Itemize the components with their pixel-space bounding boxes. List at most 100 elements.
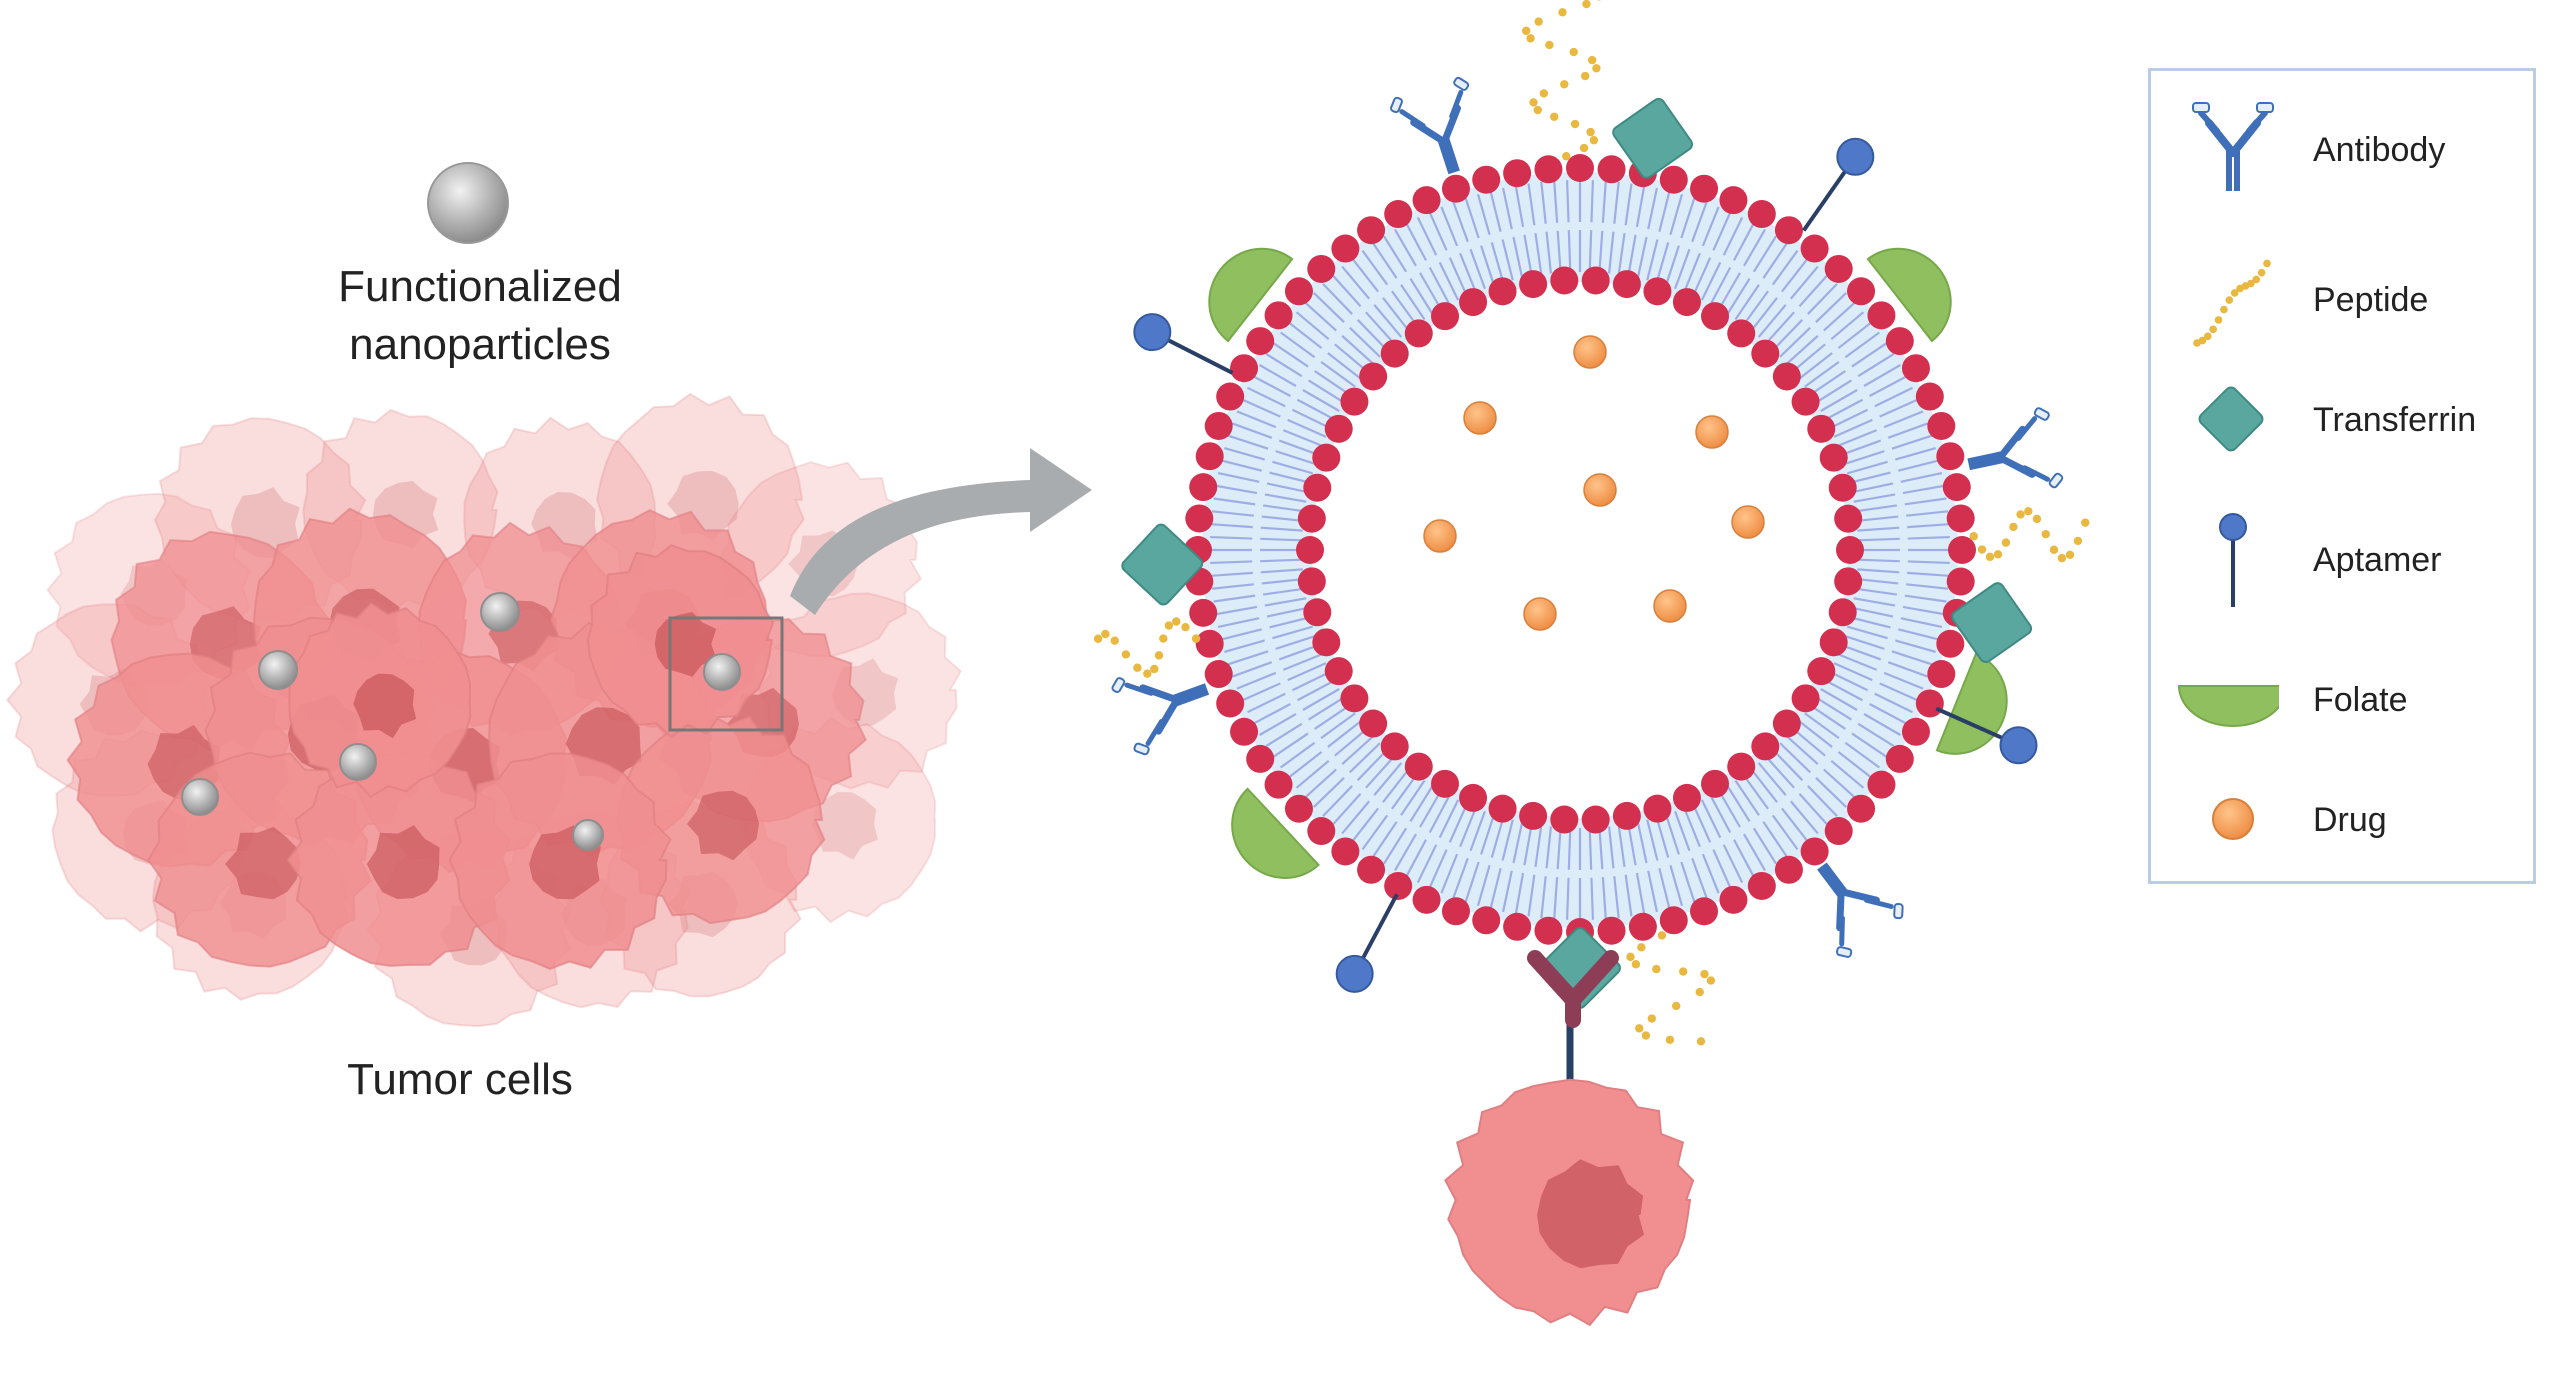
lipid-tail [1262, 587, 1305, 596]
lipid-tail [1382, 235, 1408, 273]
lipid-tail [1227, 434, 1269, 450]
phospholipid-head [1948, 536, 1976, 564]
phospholipid-head [1380, 339, 1409, 368]
cell-surface-receptor [1527, 950, 1619, 1082]
lipid-tail [1246, 386, 1286, 408]
phospholipid-head [1380, 732, 1409, 761]
lipid-tail [1804, 712, 1840, 739]
lipid-tail [1837, 751, 1873, 779]
lipid-tail [1341, 735, 1375, 765]
phospholipid-head [1195, 629, 1224, 658]
lipid-tail [1857, 352, 1895, 378]
phospholipid-head [1488, 277, 1517, 306]
lipid-tail [1527, 874, 1536, 917]
aptamer-ligand [1335, 893, 1399, 993]
lipid-tail [1476, 194, 1491, 236]
lipid-tail [1857, 568, 1900, 574]
phospholipid-head [1566, 154, 1594, 182]
lipid-tail [1280, 331, 1316, 359]
lipid-tail [1692, 803, 1712, 843]
phospholipid-head [1359, 709, 1388, 738]
lipid-tail [1241, 398, 1281, 418]
lipid-tail [1320, 712, 1356, 739]
lipid-tail [1567, 827, 1572, 870]
lipid-tail [1260, 558, 1303, 563]
phospholipid-head [1901, 717, 1930, 746]
phospholipid-head [1807, 414, 1836, 443]
lipid-tail [1480, 814, 1496, 855]
lipid-tail [1373, 304, 1403, 338]
lipid-tail [1565, 180, 1570, 223]
lipid-tail [1464, 861, 1480, 903]
tumor-cell [615, 713, 826, 925]
lipid-tail [1820, 389, 1858, 412]
peptide-ligand [1093, 617, 1201, 678]
phospholipid-head [1828, 473, 1857, 502]
lipid-tail [1489, 867, 1502, 910]
lipid-tail [1857, 558, 1900, 563]
lipid-tail [1837, 653, 1878, 671]
phospholipid-head [1264, 301, 1293, 330]
lipid-tail [1891, 650, 1933, 666]
lipid-tail [1512, 821, 1524, 864]
lipid-tail [1674, 248, 1691, 290]
zoom-arrow [790, 448, 1092, 615]
lipid-tail [1815, 292, 1847, 323]
lipid-tail [1607, 826, 1615, 869]
lipid-tail [1490, 242, 1505, 284]
nanoparticle [339, 743, 377, 781]
lipid-tail [1296, 679, 1336, 702]
phospholipid-head [1404, 319, 1433, 348]
lipid-tail [1266, 482, 1309, 494]
lipid-tail [1798, 274, 1829, 307]
lipid-tail [1265, 722, 1303, 748]
drug-molecule [1573, 335, 1607, 369]
phospholipid-head [1189, 598, 1218, 627]
phospholipid-head [1488, 794, 1517, 823]
lipid-tail [1624, 183, 1633, 226]
lipid-tail [1428, 849, 1448, 889]
legend-item-antibody: Antibody [2151, 101, 2539, 201]
phospholipid-head [1340, 387, 1369, 416]
phospholipid-head [1312, 443, 1341, 472]
aptamer-ligand [1935, 706, 2038, 765]
lipid-tail [1302, 389, 1340, 412]
lipid-tail [1272, 342, 1309, 368]
phospholipid-head [1701, 769, 1729, 798]
lipid-tail [1804, 361, 1840, 388]
lipid-tail [1322, 785, 1353, 817]
lipid-tail [1287, 751, 1323, 779]
lipid-tail [1772, 749, 1804, 781]
lipid-tail [1635, 872, 1646, 915]
lipid-tail [1855, 587, 1898, 596]
lipid-tail [1261, 577, 1304, 585]
phospholipid-head [1357, 855, 1386, 884]
lipid-tail [1837, 429, 1878, 447]
lipid-tail [1266, 606, 1309, 618]
lipid-tail [1894, 446, 1936, 461]
phospholipid-head [1597, 155, 1626, 184]
lipid-tail [1365, 755, 1395, 789]
lipid-tail [1853, 597, 1896, 607]
lipid-tail [1545, 826, 1553, 869]
lipid-tail [1869, 703, 1908, 725]
lipid-tail [1798, 793, 1829, 826]
lipid-tail [1215, 484, 1258, 495]
lipid-tail [1798, 720, 1833, 748]
lipid-tail [1627, 823, 1637, 866]
lipid-tail [1210, 523, 1253, 529]
phospholipid-head [1612, 270, 1641, 299]
lipid-tail [1264, 493, 1307, 503]
lipid-tail [1236, 671, 1277, 690]
lipid-tail [1523, 823, 1533, 866]
drug-molecule [1731, 505, 1765, 539]
lipid-tail [1259, 713, 1297, 736]
lipid-tail [1327, 720, 1362, 748]
lipid-tail [1683, 807, 1701, 848]
lipid-tail [1501, 870, 1513, 913]
phospholipid-head [1246, 327, 1275, 356]
folate-ligand [1231, 787, 1320, 879]
phospholipid-head [1185, 504, 1214, 533]
phospholipid-head [1819, 443, 1848, 472]
tumor-nucleus [811, 792, 878, 860]
